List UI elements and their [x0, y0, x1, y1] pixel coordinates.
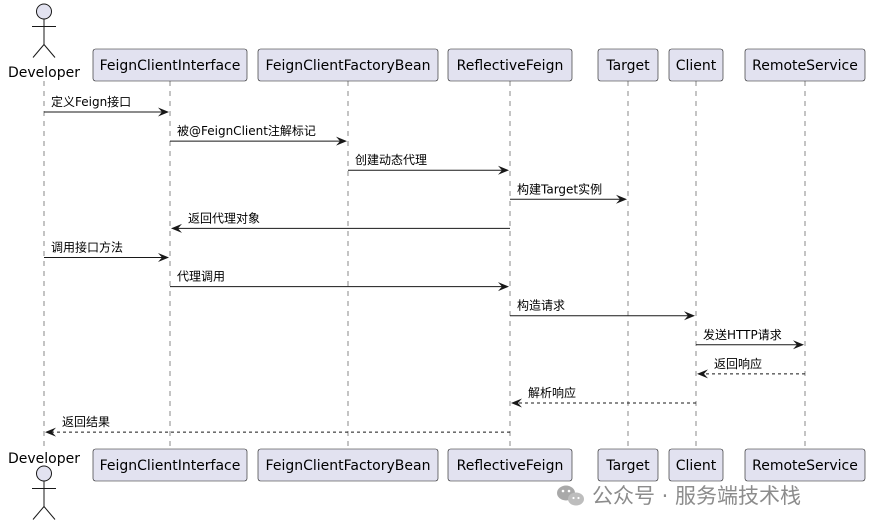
participant-label: FeignClientFactoryBean — [266, 458, 431, 474]
participant-box — [257, 48, 439, 82]
participant-box — [92, 48, 248, 82]
participant-label: RemoteService — [752, 458, 858, 474]
participant-box — [668, 48, 724, 82]
message-label: 解析响应 — [528, 385, 576, 400]
participant-reflective-feign-bottom: ReflectiveFeign — [447, 448, 573, 482]
participant-label: ReflectiveFeign — [457, 58, 564, 74]
participant-label: Client — [676, 458, 717, 474]
arrowhead-icon — [684, 311, 695, 321]
participant-box — [744, 48, 866, 82]
message-label: 代理调用 — [177, 270, 225, 284]
participant-label: Target — [605, 58, 650, 74]
participant-label: FeignClientInterface — [100, 458, 241, 474]
participant-reflective-feign-top: ReflectiveFeign — [447, 48, 573, 82]
participant-box — [668, 448, 724, 482]
participant-box — [257, 448, 439, 482]
message-2: 被@FeignClient注解标记 — [170, 123, 347, 146]
message-label: 被@FeignClient注解标记 — [177, 123, 316, 138]
message-label: 定义Feign接口 — [51, 94, 131, 109]
message-label: 返回结果 — [62, 415, 110, 429]
message-5: 返回代理对象 — [171, 211, 510, 233]
participant-feign-client-factory-bean-bottom: FeignClientFactoryBean — [257, 448, 439, 482]
participant-remote-service-bottom: RemoteService — [744, 448, 866, 482]
actor-label: Developer — [8, 65, 80, 81]
participant-label: FeignClientInterface — [100, 58, 241, 74]
actor-top: Developer — [8, 3, 80, 81]
message-10: 返回响应 — [697, 356, 805, 379]
participant-target-top: Target — [597, 48, 659, 82]
participant-label: Target — [605, 458, 650, 474]
participant-feign-client-interface-bottom: FeignClientInterface — [92, 448, 248, 482]
watermark-text: 公众号 · 服务端技术栈 — [592, 484, 801, 508]
message-11: 解析响应 — [511, 385, 696, 408]
message-label: 调用接口方法 — [51, 240, 123, 255]
participant-feign-client-interface-top: FeignClientInterface — [92, 48, 248, 82]
message-label: 发送HTTP请求 — [703, 327, 782, 342]
actor-figure-icon — [32, 3, 56, 58]
message-label: 构造请求 — [517, 298, 565, 313]
message-6: 调用接口方法 — [44, 240, 169, 262]
participant-box — [447, 48, 573, 82]
arrowhead-icon — [336, 136, 347, 146]
participant-feign-client-factory-bean-top: FeignClientFactoryBean — [257, 48, 439, 82]
arrowhead-icon — [158, 107, 169, 117]
arrowhead-icon — [697, 369, 708, 379]
arrowhead-icon — [158, 253, 169, 262]
watermark: 公众号 · 服务端技术栈 — [557, 484, 801, 508]
message-8: 构造请求 — [510, 298, 695, 321]
arrowhead-icon — [616, 194, 627, 204]
message-9: 发送HTTP请求 — [696, 327, 804, 350]
messages: 定义Feign接口被@FeignClient注解标记创建动态代理构建Target… — [44, 94, 805, 437]
wechat-icon — [557, 485, 584, 506]
participant-label: RemoteService — [752, 58, 858, 74]
message-12: 返回结果 — [45, 415, 510, 437]
message-1: 定义Feign接口 — [44, 94, 169, 117]
arrowhead-icon — [171, 223, 182, 233]
message-3: 创建动态代理 — [348, 153, 509, 175]
arrowhead-icon — [511, 398, 522, 408]
participants: DeveloperDeveloperFeignClientInterfaceFe… — [8, 3, 866, 520]
arrowhead-icon — [793, 340, 804, 350]
arrowhead-icon — [498, 282, 509, 292]
participant-box — [92, 448, 248, 482]
message-7: 代理调用 — [170, 270, 509, 292]
message-label: 构建Target实例 — [517, 181, 602, 196]
participant-box — [597, 48, 659, 82]
message-label: 返回代理对象 — [188, 211, 260, 225]
arrowhead-icon — [498, 165, 509, 175]
participant-box — [744, 448, 866, 482]
message-label: 返回响应 — [714, 356, 762, 371]
arrowhead-icon — [45, 427, 56, 437]
actor-label: Developer — [8, 451, 80, 467]
actor-bottom: Developer — [8, 451, 80, 520]
actor-figure-icon — [32, 465, 56, 520]
lifelines — [43, 81, 806, 449]
participant-label: ReflectiveFeign — [457, 458, 564, 474]
participant-box — [447, 448, 573, 482]
message-label: 创建动态代理 — [355, 153, 427, 167]
participant-box — [597, 448, 659, 482]
participant-client-bottom: Client — [668, 448, 724, 482]
message-4: 构建Target实例 — [510, 181, 627, 204]
participant-client-top: Client — [668, 48, 724, 82]
participant-target-bottom: Target — [597, 448, 659, 482]
participant-label: FeignClientFactoryBean — [266, 58, 431, 74]
participant-remote-service-top: RemoteService — [744, 48, 866, 82]
participant-label: Client — [676, 58, 717, 74]
